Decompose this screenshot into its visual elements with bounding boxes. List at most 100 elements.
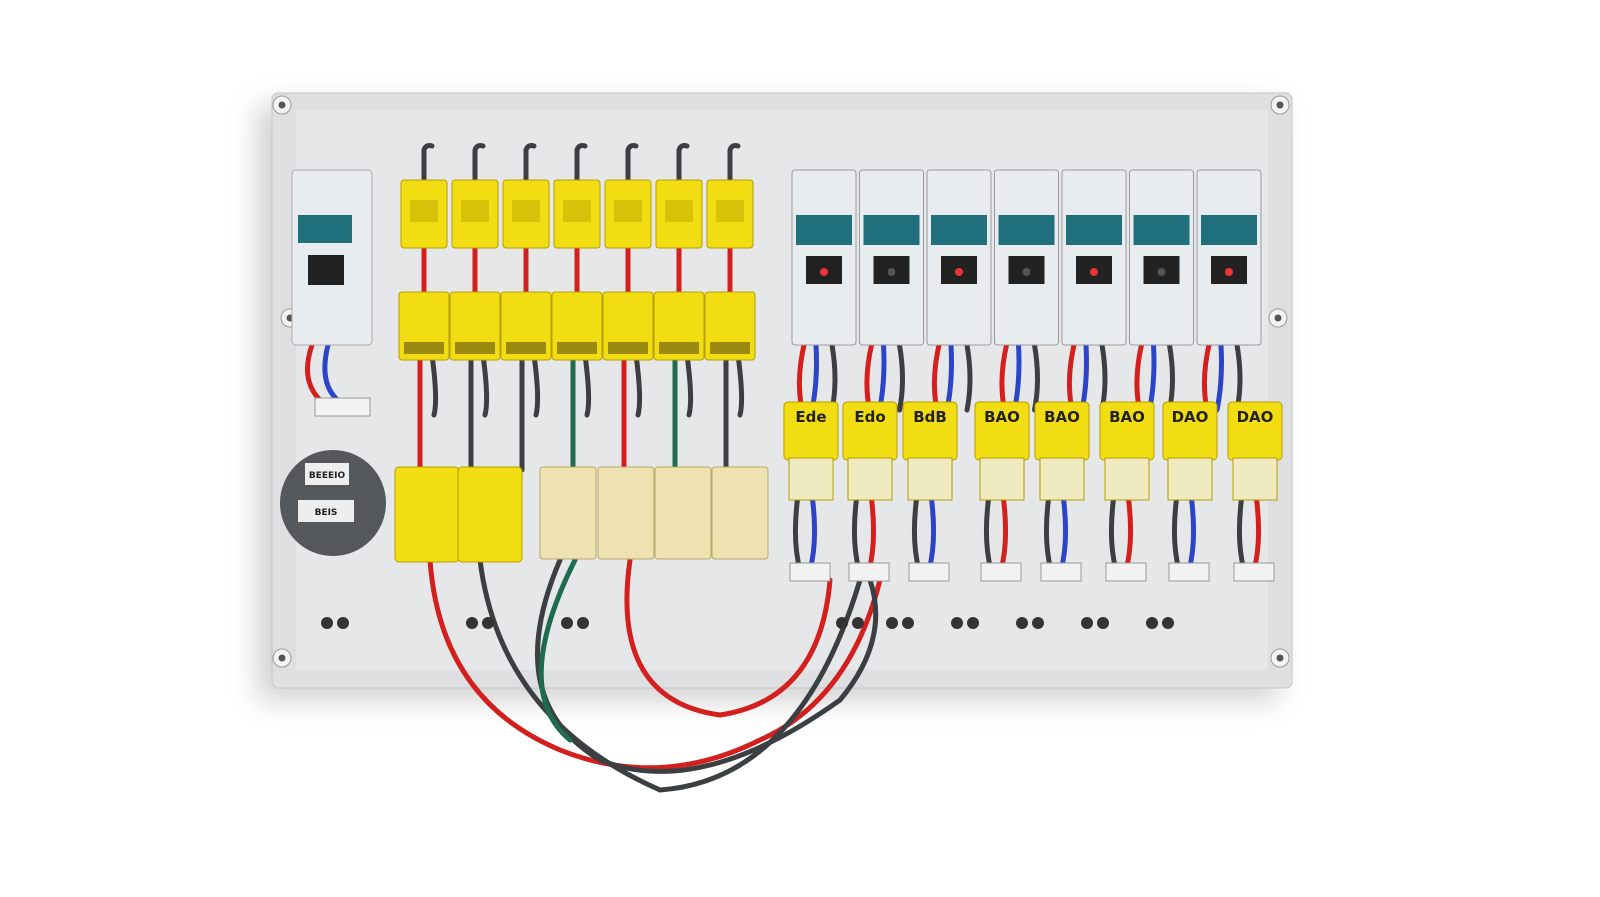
wire-top-black <box>625 143 639 183</box>
wire-lower-black <box>684 352 694 418</box>
cable-clamp <box>908 562 950 582</box>
distribution-block <box>597 466 655 560</box>
cable-clamp <box>980 562 1022 582</box>
meter-label-plate <box>305 463 349 485</box>
slot-hole <box>967 617 979 629</box>
wire-lower-black <box>735 352 745 418</box>
slot-hole <box>1016 617 1028 629</box>
breaker-indicator <box>887 268 896 276</box>
wire-top-black <box>574 143 588 183</box>
breaker-indicator <box>1022 268 1031 276</box>
wire-lower-black <box>633 352 643 418</box>
connector-base <box>1104 457 1150 501</box>
slot-hole <box>1032 617 1044 629</box>
terminal-block-marking <box>659 342 699 354</box>
slot-hole <box>951 617 963 629</box>
wire-blue <box>1214 342 1224 413</box>
slot-hole <box>1146 617 1158 629</box>
terminal-block-window <box>614 200 642 222</box>
mounting-hole-center <box>1276 654 1284 662</box>
wire-top-black <box>523 143 537 183</box>
wire-top-black <box>472 143 486 183</box>
cable-clamp <box>1233 562 1275 582</box>
terminal-block-window <box>665 200 693 222</box>
connector-label: Edo <box>854 408 885 426</box>
connector-label: BAO <box>1109 408 1145 426</box>
meter-label: BEEEIO <box>309 471 346 481</box>
terminal-block-marking <box>506 342 546 354</box>
breaker-label-panel <box>298 215 352 243</box>
wire-lower-black <box>582 352 592 418</box>
wire-black <box>964 342 973 413</box>
wire-loop-red <box>427 557 883 771</box>
breaker-label-panel <box>863 215 920 245</box>
slot-hole <box>902 617 914 629</box>
breaker-indicator <box>1090 268 1098 276</box>
breaker-indicator <box>955 268 963 276</box>
wire-loop-green <box>538 557 578 743</box>
cable-clamp <box>1105 562 1147 582</box>
mounting-hole-center <box>1274 314 1282 322</box>
connector-label: BdB <box>913 408 947 426</box>
breaker-label-panel <box>1066 215 1122 245</box>
distribution-block <box>711 466 769 560</box>
connector-label: DAO <box>1172 408 1209 426</box>
breaker-indicator <box>820 268 828 276</box>
connector-base <box>979 457 1025 501</box>
wire-lower-black <box>429 352 439 418</box>
cable-clamp <box>1040 562 1082 582</box>
cable-clamp <box>1168 562 1210 582</box>
wire-top-black <box>727 143 741 183</box>
slot-hole <box>577 617 589 629</box>
terminal-block-large <box>394 466 460 563</box>
wire-loop-red <box>624 557 833 718</box>
terminal-block-window <box>461 200 489 222</box>
wire-top-black <box>676 143 690 183</box>
cable-clamp <box>789 562 831 582</box>
connector-base <box>847 457 893 501</box>
breaker-label-panel <box>796 215 852 245</box>
terminal-block-large <box>457 466 523 563</box>
meter-label-plate <box>298 500 354 522</box>
wire-lower-black <box>531 352 541 418</box>
wire-lower-black <box>480 352 490 418</box>
distribution-block <box>539 466 597 560</box>
connector-base <box>907 457 953 501</box>
connector-base <box>1039 457 1085 501</box>
cable-clamp <box>314 397 371 417</box>
terminal-block-marking <box>455 342 495 354</box>
slot-hole <box>1097 617 1109 629</box>
wire-black <box>897 342 905 413</box>
mounting-hole-center <box>278 654 286 662</box>
connector-base <box>1232 457 1278 501</box>
connector-label: DAO <box>1237 408 1274 426</box>
breaker-label-panel <box>998 215 1055 245</box>
connector-label: Ede <box>795 408 826 426</box>
wire-red <box>305 342 323 403</box>
terminal-block-window <box>563 200 591 222</box>
connector-label: BAO <box>984 408 1020 426</box>
wire-top-black <box>421 143 435 183</box>
slot-hole <box>466 617 478 629</box>
slot-hole <box>561 617 573 629</box>
cable-clamp <box>848 562 890 582</box>
terminal-block-marking <box>710 342 750 354</box>
slot-hole <box>337 617 349 629</box>
breaker-label-panel <box>1133 215 1190 245</box>
slot-hole <box>1162 617 1174 629</box>
slot-hole <box>482 617 494 629</box>
breaker-toggle <box>308 255 344 285</box>
slot-hole <box>852 617 864 629</box>
terminal-block-window <box>410 200 438 222</box>
mounting-hole-center <box>278 101 286 109</box>
wire-loop-black <box>477 557 863 793</box>
terminal-block-marking <box>557 342 597 354</box>
slot-hole <box>836 617 848 629</box>
distribution-block <box>654 466 712 560</box>
slot-hole <box>1081 617 1093 629</box>
slot-hole <box>886 617 898 629</box>
connector-label: BAO <box>1044 408 1080 426</box>
connector-base <box>1167 457 1213 501</box>
terminal-block-marking <box>404 342 444 354</box>
